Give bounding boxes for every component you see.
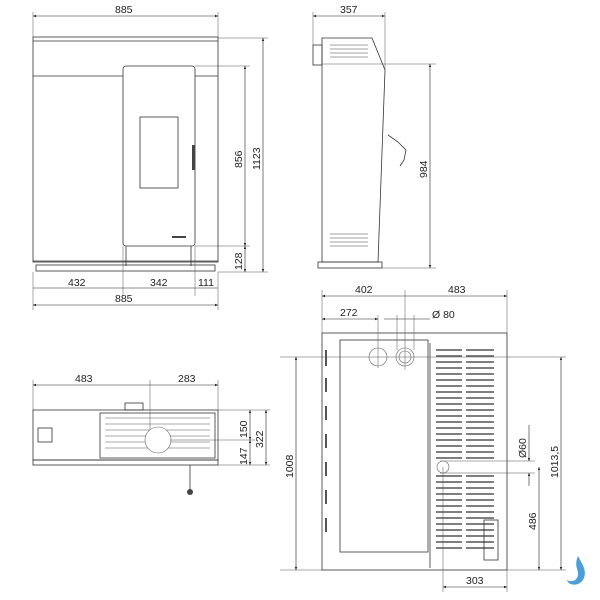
front-view: 885 856 1123 128 432 342 111 885: [32, 4, 268, 310]
water-drop-logo: [567, 556, 585, 585]
dim-top-height-a: 150: [238, 420, 250, 438]
dim-total-height: 1123: [251, 147, 263, 170]
dim-base-height: 128: [233, 252, 245, 270]
vent-grille: [436, 349, 494, 549]
dim-top-right: 283: [178, 373, 196, 385]
control-panel: [483, 519, 499, 561]
dim-rear-bottom-offset: 303: [466, 575, 484, 587]
dim-front-width-top: 885: [115, 4, 133, 16]
dim-depth: 357: [340, 4, 358, 16]
dim-rear-right: 483: [448, 284, 466, 296]
door: [122, 65, 196, 247]
dim-rear-air-offset: 272: [340, 307, 358, 319]
dim-rear-air-height: 486: [527, 512, 539, 530]
rear-view: 402 483 272 Ø 80 1008 1013,5 Ø60 486 303: [280, 284, 566, 592]
dim-top-height-c: 147: [238, 447, 250, 465]
side-view: 357 984: [312, 4, 436, 269]
dim-air-diameter: Ø60: [517, 438, 529, 458]
flue-outlet-top: [144, 426, 172, 454]
flue-outlet: [312, 44, 323, 66]
dim-flue-diameter: Ø 80: [432, 309, 455, 321]
pellet-hose: [387, 134, 407, 167]
dim-top-left: 483: [75, 373, 93, 385]
dim-top-height-b: 322: [254, 430, 266, 448]
dim-rear-flue-offset: 402: [355, 284, 373, 296]
dim-front-width-bottom: 885: [115, 293, 133, 305]
door-window: [139, 116, 179, 189]
dim-door-height: 856: [233, 150, 245, 168]
top-view: 483 283 150 147 322: [32, 373, 270, 495]
dim-door-width: 342: [150, 277, 168, 289]
dim-left-offset: 432: [68, 277, 86, 289]
dim-rear-total-height: 1013,5: [549, 446, 561, 478]
dim-right-offset: 111: [198, 277, 214, 289]
dim-rear-body-height: 1008: [284, 454, 296, 478]
dim-flue-height: 984: [418, 160, 430, 178]
